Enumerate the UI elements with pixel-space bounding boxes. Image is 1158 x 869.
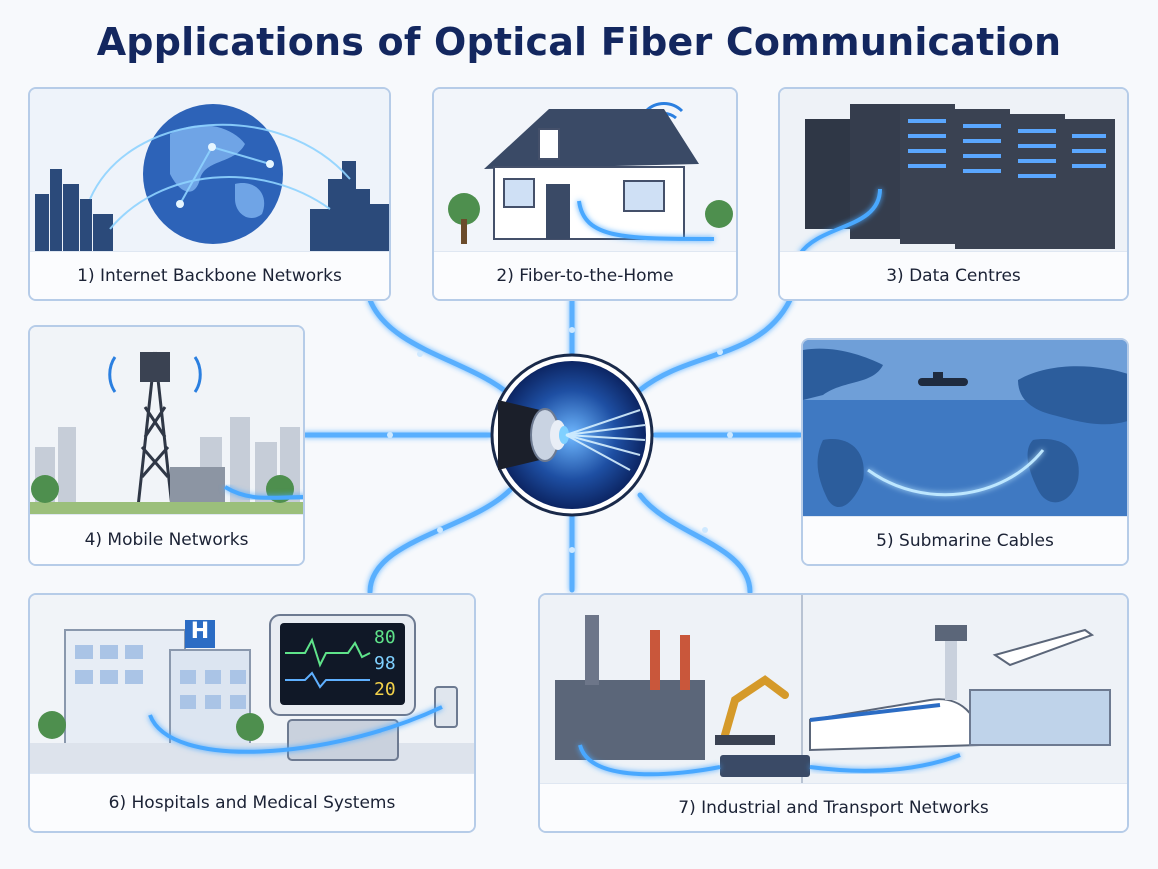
server-racks-illustration	[780, 89, 1127, 254]
caption-hospitals-medical: 6) Hospitals and Medical Systems	[30, 773, 474, 831]
monitor-reading-resp: 20	[374, 679, 396, 700]
house-roof-icon	[484, 109, 699, 169]
caption-mobile-networks: 4) Mobile Networks	[30, 514, 303, 564]
monitor-reading-heart-rate: 80	[374, 627, 396, 648]
card-fiber-to-the-home: 2) Fiber-to-the-Home	[432, 87, 738, 301]
caption-internet-backbone: 1) Internet Backbone Networks	[30, 251, 389, 299]
server-rack-icon	[805, 104, 1115, 249]
card-submarine-cables: 5) Submarine Cables	[801, 338, 1129, 566]
caption-fiber-to-the-home: 2) Fiber-to-the-Home	[434, 251, 736, 299]
signal-waves-icon	[108, 356, 202, 393]
city-skyline-icon	[35, 161, 389, 254]
house-illustration	[434, 89, 736, 254]
fiber-link-7	[637, 492, 753, 595]
card-internet-backbone: 1) Internet Backbone Networks	[28, 87, 391, 301]
control-tower-icon	[935, 625, 967, 700]
card-industrial-transport: 7) Industrial and Transport Networks	[538, 593, 1129, 833]
monitor-reading-oxygen: 98	[374, 653, 396, 674]
submarine-icon	[918, 378, 968, 386]
fiber-optic-hub	[490, 353, 654, 517]
ocean-map-illustration	[803, 340, 1127, 520]
fiber-link-6a	[367, 487, 513, 595]
airplane-icon	[992, 628, 1095, 667]
high-speed-train-icon	[809, 698, 982, 752]
hospital-sign: H	[190, 619, 210, 644]
caption-data-centres: 3) Data Centres	[780, 251, 1127, 299]
card-hospitals-medical: H 80 98 20 6) Hospitals and Medical Syst…	[28, 593, 476, 833]
globe-network-illustration	[30, 89, 389, 254]
industrial-transport-illustration	[540, 595, 1127, 785]
card-mobile-networks: 4) Mobile Networks	[28, 325, 305, 566]
page-title: Applications of Optical Fiber Communicat…	[96, 20, 1062, 64]
hospital-illustration	[30, 595, 474, 775]
caption-submarine-cables: 5) Submarine Cables	[803, 516, 1127, 564]
fiber-link-1	[367, 297, 513, 398]
network-switch-icon	[720, 755, 810, 777]
fiber-link-3	[637, 297, 793, 393]
terminal-building-icon	[969, 689, 1111, 746]
caption-industrial-transport: 7) Industrial and Transport Networks	[540, 783, 1127, 831]
card-data-centres: 3) Data Centres	[778, 87, 1129, 301]
robot-arm-icon	[721, 675, 789, 739]
cell-tower-illustration	[30, 327, 303, 517]
